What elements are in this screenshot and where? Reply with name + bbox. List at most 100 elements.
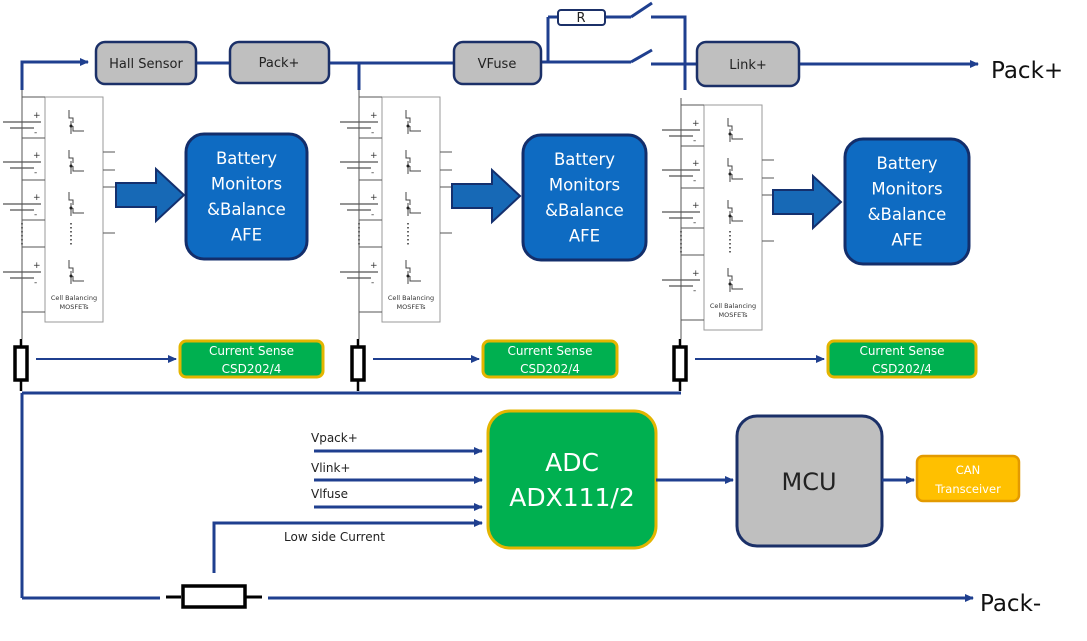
battery-cell: +- [340,111,378,138]
current-sense-block[interactable] [178,339,325,379]
vfuse-block[interactable] [452,40,543,86]
mosfet-box-label: Cell Balancing [51,294,97,302]
cell-plus-sign: + [370,261,378,271]
mid-bus [20,391,681,598]
cell-minus-sign: - [34,210,37,220]
switch-precharge-blade [630,1,653,19]
cell-minus-sign: - [371,128,374,138]
afe-block[interactable] [521,133,648,262]
pack-plus-block-label: Pack+ [259,56,300,71]
afe-label-line: &Balance [868,205,947,224]
cell-minus-sign: - [693,218,696,228]
mosfet-icon [727,200,743,224]
cell-plus-sign: + [370,111,378,121]
cell-balancing-mosfet-box [44,96,104,323]
bottom-bus: Pack- [22,584,1041,617]
cell-minus-sign: - [371,278,374,288]
cell-minus-sign: - [371,168,374,178]
current-sense-block[interactable] [481,339,619,379]
cell-plus-sign: + [692,201,700,211]
battery-module: +-+-+-+-Cell BalancingMOSFETsBatteryMoni… [662,98,978,391]
mosfet-icon [727,268,743,292]
cell-plus-sign: + [33,261,41,271]
mosfet-icon [727,158,743,182]
cell-minus-sign: - [693,286,696,296]
afe-label-line: AFE [891,231,922,250]
signal-flow-arrow-icon [115,166,186,224]
mosfet-icon [405,110,421,134]
battery-cell: +- [3,151,41,178]
hall-sensor-label: Hall Sensor [109,57,183,72]
cell-plus-sign: + [692,159,700,169]
cell-minus-sign: - [693,176,696,186]
vlink-label: Vlink+ [311,461,351,475]
mosfet-icon [68,260,84,284]
pack-minus-output-label: Pack- [980,591,1041,617]
current-shunt-resistor [672,345,688,382]
resistor-label: R [576,11,585,26]
can-label-line-1: CAN [956,463,981,477]
low-side-current-label: Low side Current [284,530,385,544]
cell-plus-sign: + [370,193,378,203]
afe-label-line: Monitors [871,180,942,199]
link-plus-label: Link+ [729,58,767,73]
cell-plus-sign: + [370,151,378,161]
vlfuse-label: Vlfuse [311,487,348,501]
current-sense-label-line: Current Sense [209,344,294,358]
mosfet-icon [405,260,421,284]
low-side-shunt-resistor [181,584,247,609]
current-sense-label-line: Current Sense [859,344,944,358]
adc-block[interactable] [486,409,658,550]
mosfet-icon [405,150,421,174]
cell-minus-sign: - [34,168,37,178]
cell-plus-sign: + [33,151,41,161]
current-sense-block[interactable] [826,339,978,379]
cell-minus-sign: - [693,136,696,146]
can-transceiver-block[interactable] [915,454,1021,503]
switch-main-blade [630,48,653,64]
link-plus-block[interactable] [695,40,801,88]
afe-label-line: &Balance [545,201,624,220]
cell-balancing-mosfet-box [703,104,763,331]
battery-cell: +- [340,193,378,220]
mosfet-box-label: MOSFETs [719,311,749,319]
afe-label-line: AFE [231,226,262,245]
afe-label-line: Monitors [211,175,282,194]
afe-label-line: Battery [554,150,615,169]
mosfet-box-label: MOSFETs [397,303,427,311]
current-shunt-resistor [350,345,366,382]
adc-label-line-2: ADX111/2 [509,483,635,512]
vfuse-label: VFuse [478,57,517,72]
top-bus: R Hall Sensor Pack+ VFuse Link+ Pack+ [20,1,1063,90]
battery-cell: +- [662,201,700,228]
afe-block[interactable] [843,137,971,266]
current-sense-label-line: CSD202/4 [872,362,932,376]
mosfet-icon [68,192,84,216]
wire-low-side-current [212,519,483,573]
current-shunt-resistor [13,345,29,382]
afe-block[interactable] [184,132,309,261]
pack-plus-block[interactable] [228,40,331,85]
mosfet-icon [727,118,743,142]
hall-sensor-block[interactable] [94,40,198,86]
adc-label-line-1: ADC [545,448,599,477]
mosfet-box-label: Cell Balancing [710,302,756,310]
vpack-label: Vpack+ [311,431,358,445]
battery-cell: +- [3,261,41,288]
signal-flow-arrow-icon [451,167,522,225]
battery-cell: +- [662,119,700,146]
afe-label-line: AFE [569,227,600,246]
cell-plus-sign: + [33,111,41,121]
current-sense-label-line: CSD202/4 [520,362,580,376]
battery-cell: +- [340,261,378,288]
cell-minus-sign: - [34,128,37,138]
afe-label-line: &Balance [207,200,286,219]
mosfet-box-label: Cell Balancing [388,294,434,302]
mosfet-icon [405,192,421,216]
mosfet-box-label: MOSFETs [60,303,90,311]
afe-label-line: Battery [216,149,277,168]
afe-label-line: Monitors [549,176,620,195]
wire-precharge-return [651,15,687,90]
battery-cell: +- [662,159,700,186]
